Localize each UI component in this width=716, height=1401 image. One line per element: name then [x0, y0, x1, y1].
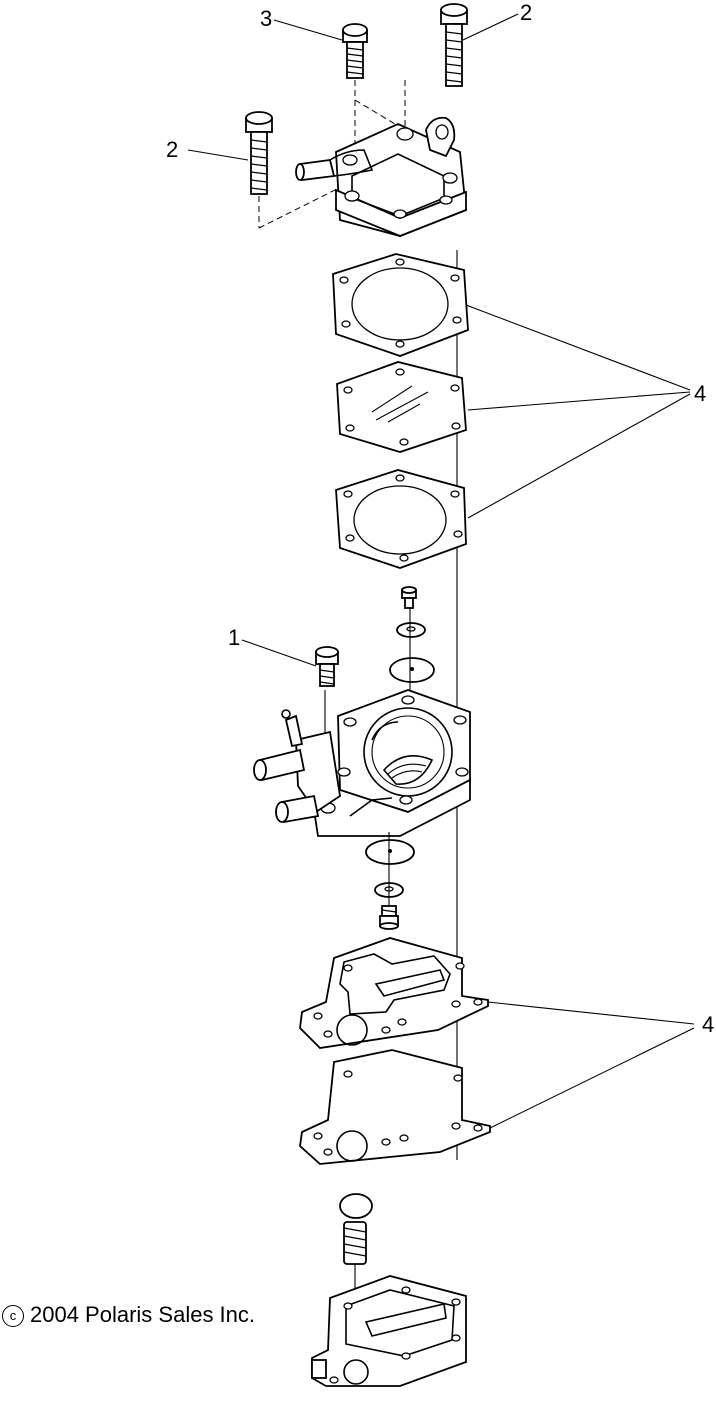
- screw-1-body: [315, 646, 339, 687]
- copyright-symbol: c: [2, 1305, 24, 1327]
- plug-cap: [339, 1193, 373, 1219]
- copyright-text: 2004 Polaris Sales Inc.: [30, 1302, 256, 1327]
- upper-gasket-2: [335, 469, 467, 569]
- upper-gasket-1: [332, 253, 469, 357]
- leader-line-2-left: [187, 149, 249, 161]
- screw-2-right-long: [440, 3, 468, 87]
- screw-2-left-long: [245, 111, 273, 195]
- valve-screw-top: [401, 586, 417, 609]
- valve-disc-top: [389, 657, 435, 683]
- pump-top-cover: [295, 116, 467, 237]
- pump-bottom-cover: [311, 1275, 467, 1387]
- spring: [343, 1221, 367, 1265]
- callout-1-body-screw: 1: [228, 625, 241, 650]
- valve-disc-bottom: [365, 839, 415, 865]
- callout-2-screw-right: 2: [520, 0, 533, 25]
- pump-body: [253, 689, 471, 837]
- callout-4-lower-gaskets: 4: [702, 1012, 715, 1037]
- callout-2-screw-left: 2: [166, 137, 179, 162]
- lower-gasket-2: [299, 1049, 491, 1165]
- leader-line-1: [241, 639, 317, 667]
- valve-screw-bottom: [379, 905, 399, 930]
- callout-4-upper-gaskets: 4: [694, 381, 707, 406]
- leader-line-4-upper-a: [465, 304, 691, 391]
- screw-3-short: [342, 23, 368, 79]
- valve-washer-top: [396, 622, 426, 638]
- upper-diaphragm: [336, 361, 467, 453]
- copyright-notice: c 2004 Polaris Sales Inc.: [2, 1302, 255, 1328]
- callout-3-screw: 3: [260, 6, 273, 31]
- lower-gasket-1: [299, 937, 489, 1049]
- leader-line-2-right: [462, 13, 519, 41]
- leader-line-3: [273, 19, 343, 41]
- leader-line-4-lower-a: [487, 1001, 695, 1025]
